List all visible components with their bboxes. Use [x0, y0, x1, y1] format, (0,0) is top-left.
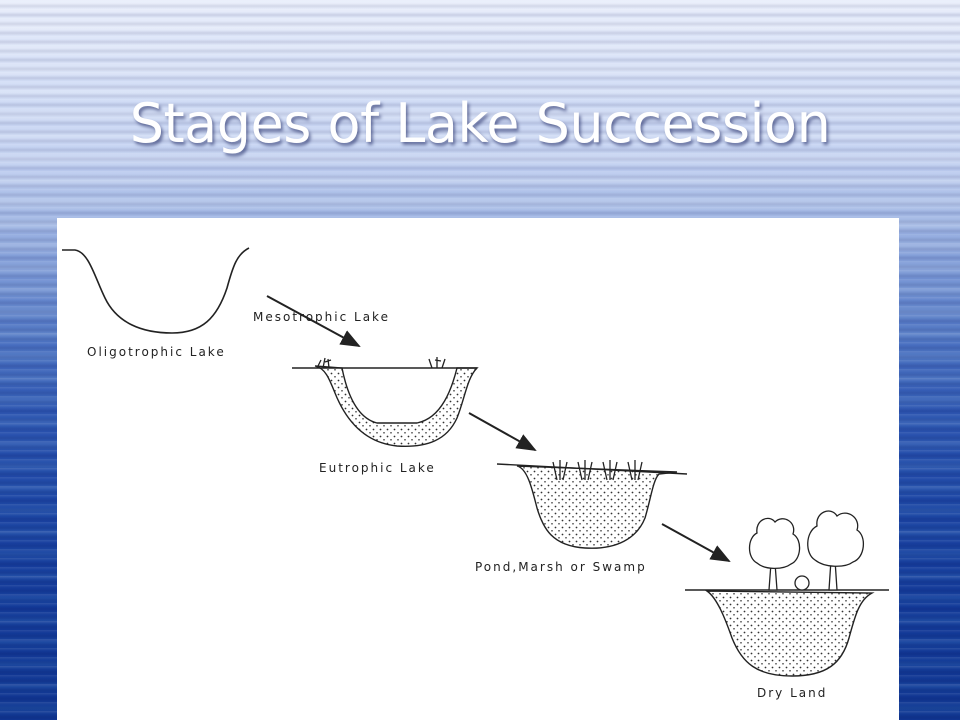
arrow-3 — [661, 523, 731, 562]
stage-label-mesotrophic: Mesotrophic Lake — [253, 310, 390, 324]
stage-label-dry-land: Dry Land — [757, 686, 828, 700]
arrow-2 — [468, 412, 537, 451]
stage-label-pond-marsh-swamp: Pond,Marsh or Swamp — [475, 560, 647, 574]
arrow-1 — [266, 295, 361, 347]
lake-succession-diagram — [62, 247, 889, 677]
lake-succession-figure: Oligotrophic Lake Mesotrophic Lake Eutro… — [57, 218, 899, 720]
tree-icon — [748, 510, 864, 591]
mesotrophic-basin — [292, 357, 479, 447]
stage-label-eutrophic: Eutrophic Lake — [319, 461, 436, 475]
slide-title: Stages of Lake Succession — [129, 92, 831, 155]
stage-label-oligotrophic: Oligotrophic Lake — [87, 345, 226, 359]
marsh-plants — [552, 460, 643, 481]
dry-land-basin — [685, 510, 889, 677]
eutrophic-basin — [496, 460, 688, 549]
oligotrophic-basin — [62, 247, 250, 334]
